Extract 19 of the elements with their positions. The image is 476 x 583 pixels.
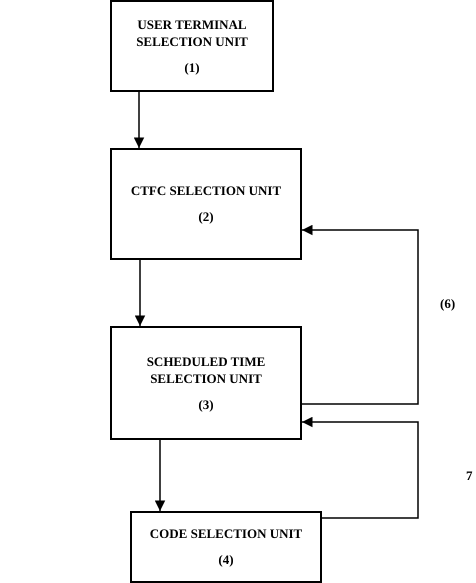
arrow — [302, 224, 419, 405]
unit-name: CTFC SELECTION UNIT — [130, 182, 282, 200]
callout-number: (6) — [440, 295, 456, 313]
process-box — [110, 0, 274, 92]
unit-number: (1) — [184, 58, 200, 76]
arrow — [154, 440, 166, 511]
arrow — [134, 92, 144, 148]
arrow — [302, 416, 419, 519]
callout-number: 7 — [466, 467, 472, 485]
unit-name: CODE SELECTION UNIT — [150, 525, 302, 543]
unit-name: USER TERMINAL SELECTION UNIT — [135, 16, 249, 51]
process-box — [110, 148, 302, 260]
unit-number: (3) — [198, 396, 214, 414]
process-box — [110, 326, 302, 440]
process-box — [130, 511, 322, 583]
unit-name: SCHEDULED TIME SELECTION UNIT — [146, 352, 266, 388]
unit-number: (2) — [198, 208, 214, 226]
unit-number: (4) — [218, 551, 234, 569]
arrow — [134, 260, 146, 326]
